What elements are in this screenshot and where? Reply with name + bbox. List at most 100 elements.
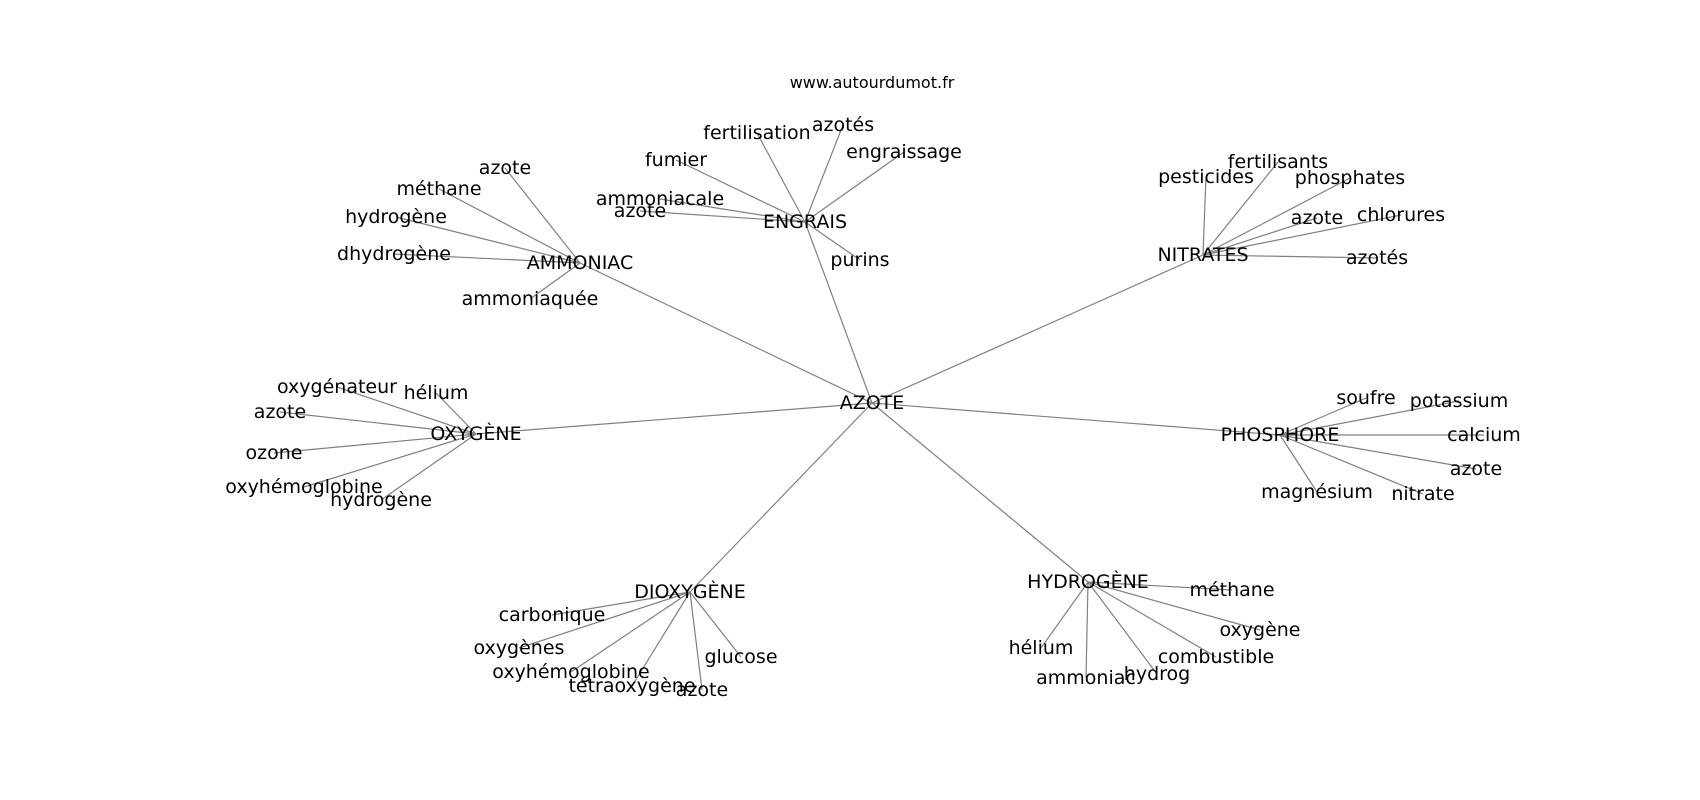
leaf-node-hydrogene-2: combustible: [1158, 646, 1274, 668]
leaf-node-hydrogene-1: oxygène: [1219, 619, 1300, 641]
leaf-node-dioxygene-5: glucose: [704, 646, 777, 668]
leaf-node-oxygene-2: azote: [254, 401, 306, 423]
leaf-node-engrais-5: azote: [614, 200, 666, 222]
edge-oxygene-2: [279, 411, 477, 435]
edge-engrais-2: [804, 124, 844, 223]
leaf-node-nitrates-3: azote: [1291, 207, 1343, 229]
edge-oxygene-3: [273, 433, 477, 454]
edge-hydrogene-5: [1040, 581, 1089, 649]
edge-phosphore-1: [1279, 400, 1460, 436]
leaf-node-oxygene-5: hydrogène: [330, 489, 432, 511]
leaf-node-engrais-4: ammoniacale: [596, 188, 724, 210]
leaf-node-nitrates-0: pesticides: [1158, 166, 1254, 188]
leaf-node-phosphore-0: soufre: [1336, 387, 1395, 409]
hub-node-engrais: ENGRAIS: [763, 211, 847, 233]
edge-ammoniac-2: [395, 216, 581, 264]
center-node: AZOTE: [840, 392, 905, 414]
edge-center-nitrates: [871, 254, 1204, 404]
leaf-node-oxygene-3: ozone: [246, 442, 303, 464]
edge-hydrogene-1: [1087, 581, 1261, 631]
edge-phosphore-5: [1279, 434, 1424, 495]
edge-dioxygene-5: [689, 591, 742, 658]
leaf-node-phosphore-5: nitrate: [1391, 483, 1454, 505]
leaf-node-oxygene-4: oxyhémoglobine: [225, 476, 382, 498]
edge-center-oxygene: [475, 402, 873, 435]
edge-engrais-3: [804, 151, 905, 223]
edge-center-hydrogene: [871, 402, 1089, 583]
edge-dioxygene-4: [689, 591, 703, 691]
edge-ammoniac-4: [529, 262, 581, 300]
leaf-node-ammoniac-1: méthane: [396, 178, 481, 200]
leaf-node-phosphore-4: magnésium: [1261, 481, 1373, 503]
edge-dioxygene-3: [631, 591, 691, 687]
hub-node-phosphore: PHOSPHORE: [1221, 424, 1340, 446]
leaf-node-oxygene-1: hélium: [404, 382, 469, 404]
leaf-node-phosphore-2: calcium: [1447, 424, 1521, 446]
leaf-node-engrais-2: azotés: [812, 114, 874, 136]
edge-nitrates-4: [1202, 214, 1402, 256]
edge-oxygene-1: [435, 392, 477, 435]
edge-phosphore-3: [1279, 434, 1477, 470]
hub-node-oxygene: OXYGÈNE: [430, 422, 521, 445]
edge-center-ammoniac: [579, 262, 873, 404]
edge-dioxygene-0: [551, 591, 691, 616]
edge-nitrates-1: [1202, 161, 1279, 256]
leaf-node-ammoniac-4: ammoniaquée: [462, 288, 599, 310]
leaf-node-engrais-6: purins: [830, 249, 889, 271]
leaf-node-ammoniac-2: hydrogène: [345, 206, 447, 228]
edge-nitrates-5: [1202, 254, 1378, 259]
leaf-node-engrais-0: fumier: [645, 149, 707, 171]
edge-engrais-0: [675, 159, 806, 223]
leaf-node-hydrogene-3: hydrog: [1124, 663, 1190, 685]
hub-node-dioxygene: DIOXYGÈNE: [634, 580, 746, 603]
edge-oxygene-5: [380, 433, 477, 501]
edge-ammoniac-1: [438, 188, 581, 264]
hub-node-nitrates: NITRATES: [1157, 244, 1248, 266]
edge-dioxygene-2: [570, 591, 691, 673]
leaf-node-dioxygene-2: oxyhémoglobine: [492, 661, 649, 683]
edge-oxygene-0: [336, 386, 477, 435]
watermark: www.autourdumot.fr: [790, 73, 955, 92]
leaf-node-hydrogene-0: méthane: [1189, 579, 1274, 601]
edge-oxygene-4: [303, 433, 477, 488]
edge-nitrates-0: [1202, 176, 1207, 256]
edge-hydrogene-2: [1087, 581, 1217, 658]
edge-dioxygene-1: [518, 591, 691, 649]
edge-ammoniac-0: [504, 167, 581, 264]
leaf-node-dioxygene-3: tétraoxygène: [568, 675, 695, 697]
leaf-node-phosphore-3: azote: [1450, 458, 1502, 480]
edge-center-dioxygene: [689, 402, 873, 593]
edge-hydrogene-0: [1087, 581, 1233, 591]
leaf-node-nitrates-4: chlorures: [1357, 204, 1445, 226]
leaf-node-hydrogene-4: ammoniac: [1036, 667, 1136, 689]
leaf-node-hydrogene-5: hélium: [1009, 637, 1074, 659]
leaf-node-engrais-1: fertilisation: [703, 122, 810, 144]
edge-center-phosphore: [871, 402, 1281, 436]
edge-nitrates-3: [1202, 217, 1318, 256]
leaf-node-oxygene-0: oxygénateur: [277, 376, 397, 398]
leaf-node-dioxygene-4: azote: [676, 679, 728, 701]
leaf-node-engrais-3: engraissage: [846, 141, 962, 163]
leaf-node-nitrates-1: fertilisants: [1228, 151, 1328, 173]
edge-engrais-6: [804, 221, 861, 261]
leaf-node-dioxygene-1: oxygènes: [474, 637, 565, 659]
edge-engrais-5: [639, 210, 806, 223]
edge-nitrates-2: [1202, 177, 1351, 256]
edge-center-engrais: [804, 221, 873, 404]
edge-hydrogene-3: [1087, 581, 1158, 675]
edge-ammoniac-3: [393, 253, 581, 264]
leaf-node-nitrates-5: azotés: [1346, 247, 1408, 269]
leaf-node-ammoniac-3: dhydrogène: [337, 243, 451, 265]
hub-node-ammoniac: AMMONIAC: [527, 252, 634, 274]
edge-phosphore-4: [1279, 434, 1318, 493]
leaf-node-nitrates-2: phosphates: [1295, 167, 1405, 189]
edge-engrais-4: [659, 198, 806, 223]
edge-hydrogene-4: [1085, 581, 1089, 679]
leaf-node-dioxygene-0: carbonique: [499, 604, 606, 626]
hub-node-hydrogene: HYDROGÈNE: [1027, 570, 1149, 593]
edge-phosphore-0: [1279, 397, 1367, 436]
graph-edges: [273, 124, 1484, 691]
leaf-node-ammoniac-0: azote: [479, 157, 531, 179]
